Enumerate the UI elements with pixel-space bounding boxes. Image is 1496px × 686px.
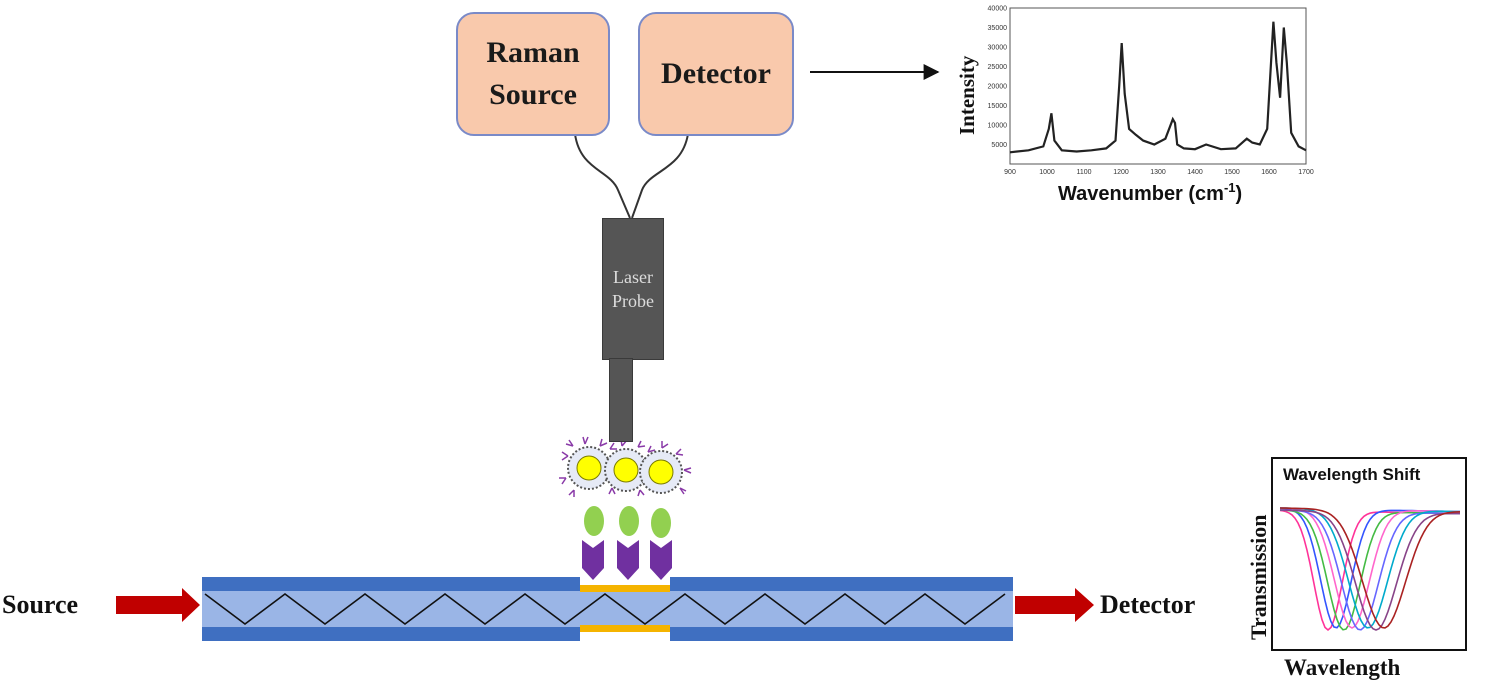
raman-y-tick: 20000 [988, 84, 1008, 91]
laser-probe: Laser Probe [602, 218, 664, 360]
raman-y-tick: 40000 [988, 6, 1008, 13]
exit-arrow [1015, 588, 1094, 622]
raman-x-tick: 1300 [1150, 169, 1166, 176]
optical-fiber [202, 577, 1013, 641]
transmission-curve [1279, 509, 1460, 631]
transmission-curve [1279, 509, 1461, 631]
detector-box: Detector [638, 12, 794, 136]
transmission-xlabel: Wavelength [1284, 655, 1400, 680]
transmission-chart: Wavelength Shift Transmission Wavelength [1246, 457, 1467, 680]
raman-plot-frame [1009, 7, 1307, 165]
raman-source-box: Raman Source [456, 12, 610, 136]
raman-y-tick: 5000 [991, 142, 1007, 149]
input-arrow [116, 588, 200, 622]
fiber-line-source [574, 133, 631, 219]
raman-ylabel: Intensity [955, 55, 979, 135]
nanoparticle [639, 450, 683, 494]
fiber-line-detector [631, 133, 689, 219]
raman-chart: 500010000150002000025000300003500040000 … [955, 6, 1314, 206]
raman-x-tick: 1000 [1039, 169, 1055, 176]
transmission-title: Wavelength Shift [1283, 465, 1421, 484]
raman-x-tick: 900 [1004, 169, 1016, 176]
laser-probe-label: Laser Probe [612, 267, 654, 311]
raman-x-tick: 1700 [1298, 169, 1314, 176]
raman-x-tick: 1500 [1224, 169, 1240, 176]
nanoparticles [559, 436, 692, 497]
output-detector-label: Detector [1100, 590, 1196, 619]
raman-x-tick: 1100 [1076, 169, 1091, 176]
raman-x-tick: 1600 [1261, 169, 1277, 176]
transmission-ylabel: Transmission [1246, 514, 1271, 640]
light-path [204, 593, 1006, 625]
raman-y-tick: 10000 [988, 123, 1008, 130]
nanoparticle [567, 446, 611, 490]
transmission-curve [1279, 507, 1461, 629]
receptor-layer [582, 506, 672, 580]
raman-xlabel: Wavenumber (cm-1) [1058, 180, 1242, 205]
raman-y-tick: 15000 [988, 103, 1008, 110]
raman-series-line [1009, 21, 1307, 154]
transmission-frame [1271, 457, 1467, 651]
transmission-curve [1279, 507, 1461, 629]
raman-source-label: Raman Source [486, 36, 580, 111]
detector-label: Detector [661, 57, 771, 90]
gold-coating-top [580, 585, 670, 592]
gold-coating-bottom [580, 625, 670, 632]
transmission-curves [1279, 507, 1461, 632]
raman-y-tick: 25000 [988, 64, 1008, 71]
raman-y-tick: 30000 [988, 45, 1008, 52]
laser-probe-tip [609, 358, 633, 442]
raman-x-tick: 1400 [1187, 169, 1203, 176]
raman-x-tick: 1200 [1113, 169, 1129, 176]
raman-y-tick: 35000 [988, 25, 1008, 32]
source-label: Source [2, 590, 79, 619]
